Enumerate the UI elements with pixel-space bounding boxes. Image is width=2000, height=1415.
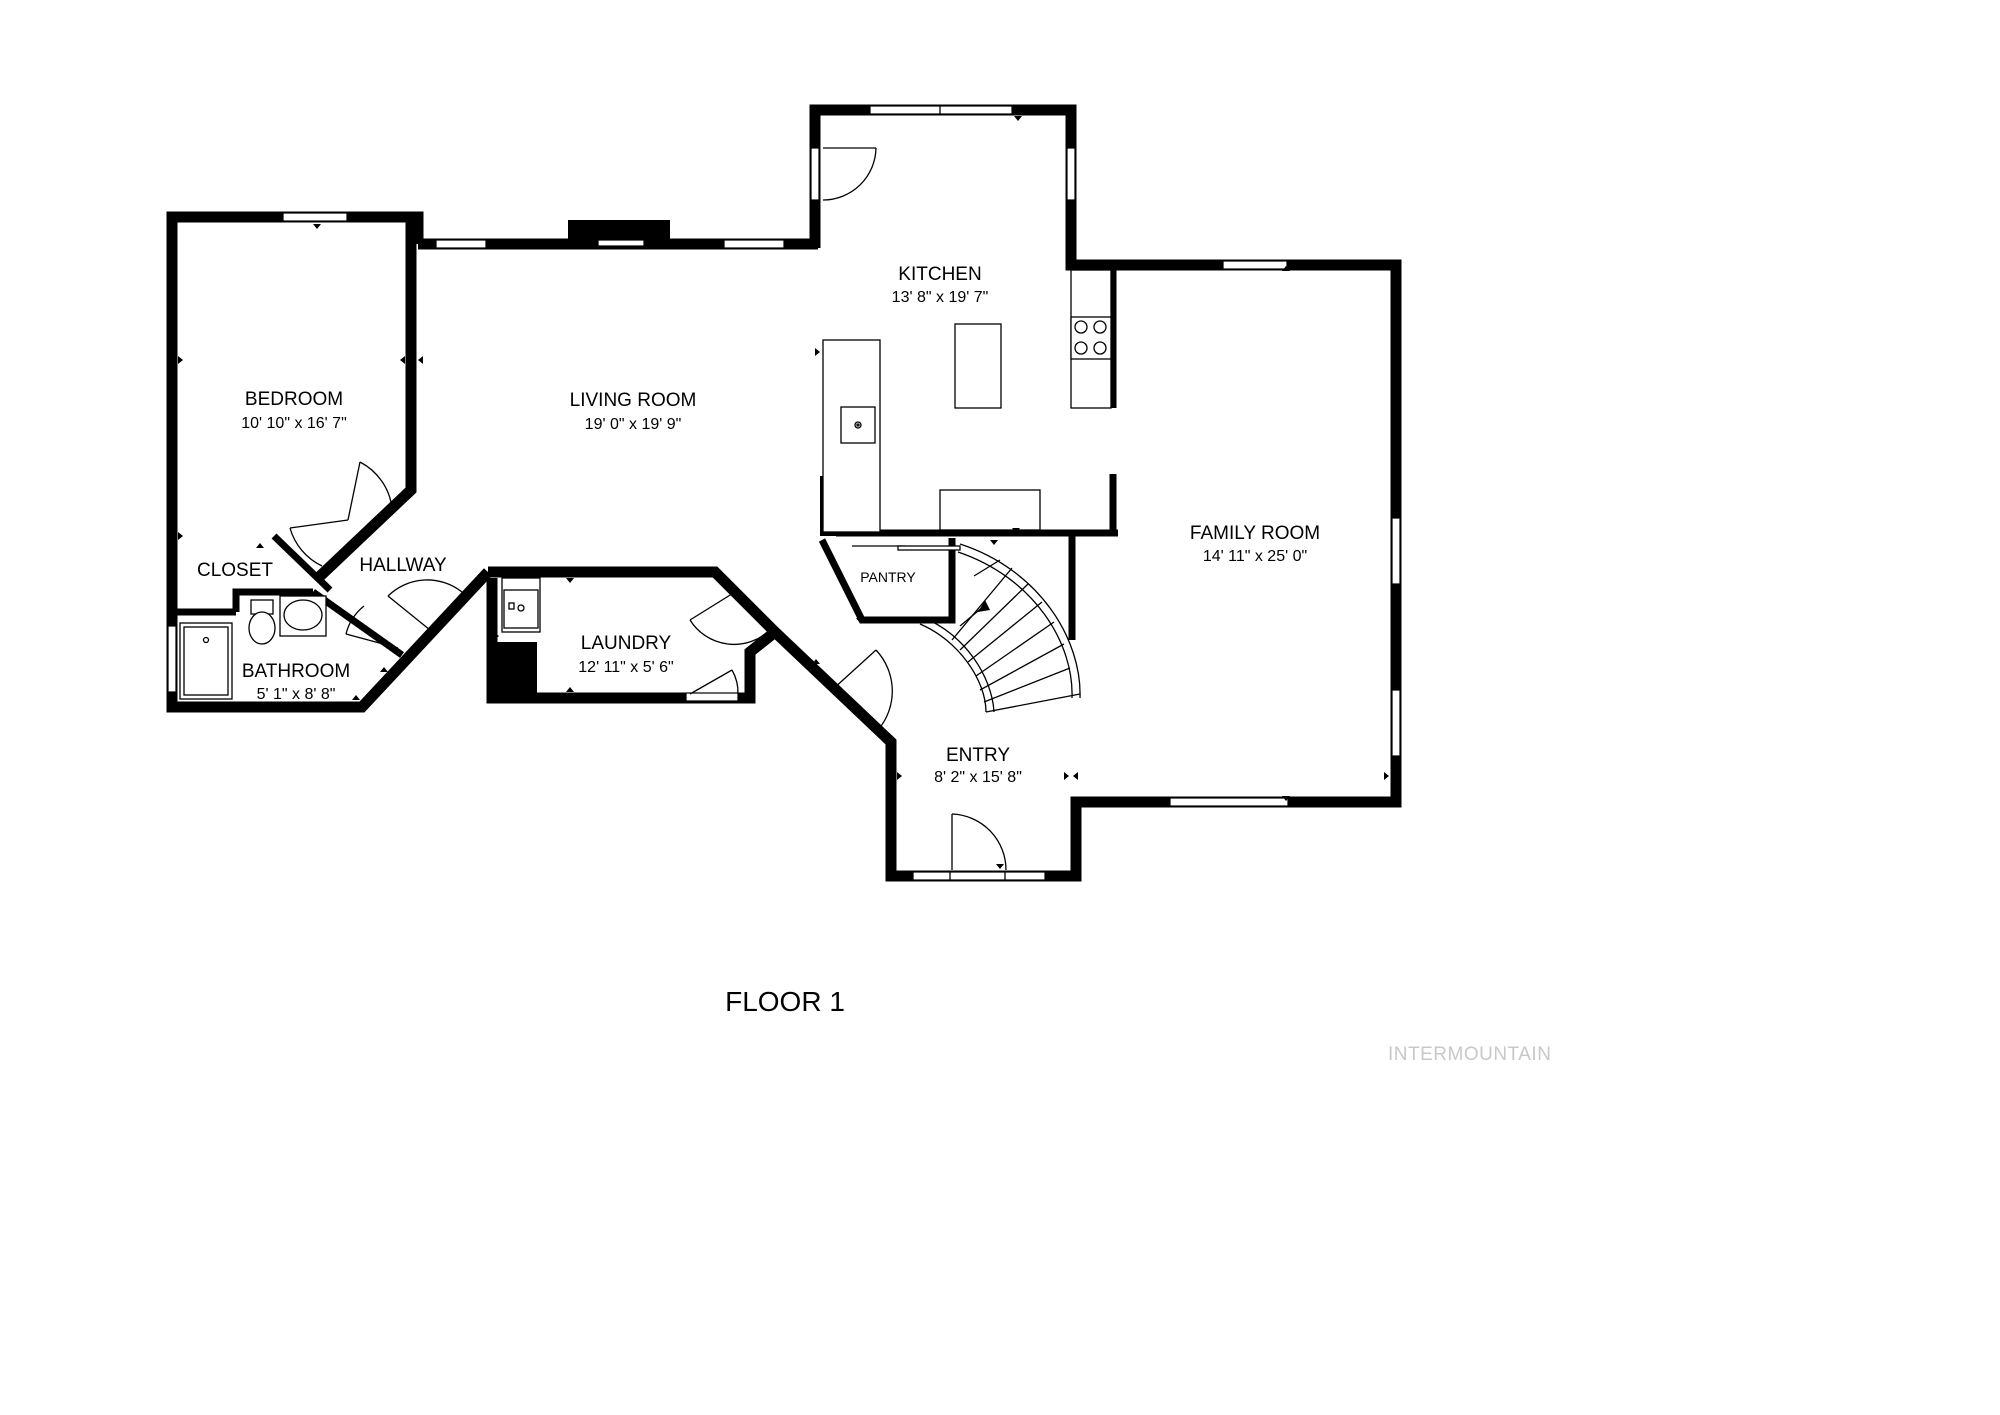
living-room-dimensions: 19' 0" x 19' 9" — [585, 416, 682, 433]
bathroom-name: BATHROOM — [242, 661, 350, 682]
doors — [289, 147, 1007, 871]
windows — [167, 105, 1401, 881]
kitchen-fixtures — [822, 269, 1112, 533]
stairs — [897, 543, 1081, 713]
laundry-dimensions: 12' 11" x 5' 6" — [578, 659, 673, 676]
bedroom-name: BEDROOM — [245, 389, 343, 410]
laundry-name: LAUNDRY — [581, 633, 672, 654]
entry-dimensions: 8' 2" x 15' 8" — [934, 769, 1022, 786]
solid-blocks — [489, 220, 840, 702]
bathroom-dimensions: 5' 1" x 8' 8" — [257, 686, 336, 703]
room-labels: BEDROOM 10' 10" x 16' 7" LIVING ROOM 19'… — [197, 264, 1320, 786]
family-room-dimensions: 14' 11" x 25' 0" — [1203, 548, 1307, 565]
laundry-fixtures — [501, 577, 541, 633]
family-room-name: FAMILY ROOM — [1190, 523, 1320, 544]
hallway-name: HALLWAY — [359, 555, 447, 576]
bathroom-fixtures — [179, 595, 327, 700]
kitchen-dimensions: 13' 8" x 19' 7" — [892, 289, 989, 306]
tick-marks — [178, 116, 1389, 869]
kitchen-name: KITCHEN — [898, 264, 981, 285]
walls — [166, 104, 1402, 882]
watermark: INTERMOUNTAIN — [1388, 1044, 1552, 1065]
entry-name: ENTRY — [946, 745, 1010, 766]
closet-name: CLOSET — [197, 560, 273, 581]
floor-plan: BEDROOM 10' 10" x 16' 7" LIVING ROOM 19'… — [166, 104, 1402, 1017]
floor-label: FLOOR 1 — [725, 986, 845, 1017]
pantry-name: PANTRY — [860, 569, 916, 585]
bedroom-dimensions: 10' 10" x 16' 7" — [241, 415, 347, 432]
living-room-name: LIVING ROOM — [570, 390, 697, 411]
